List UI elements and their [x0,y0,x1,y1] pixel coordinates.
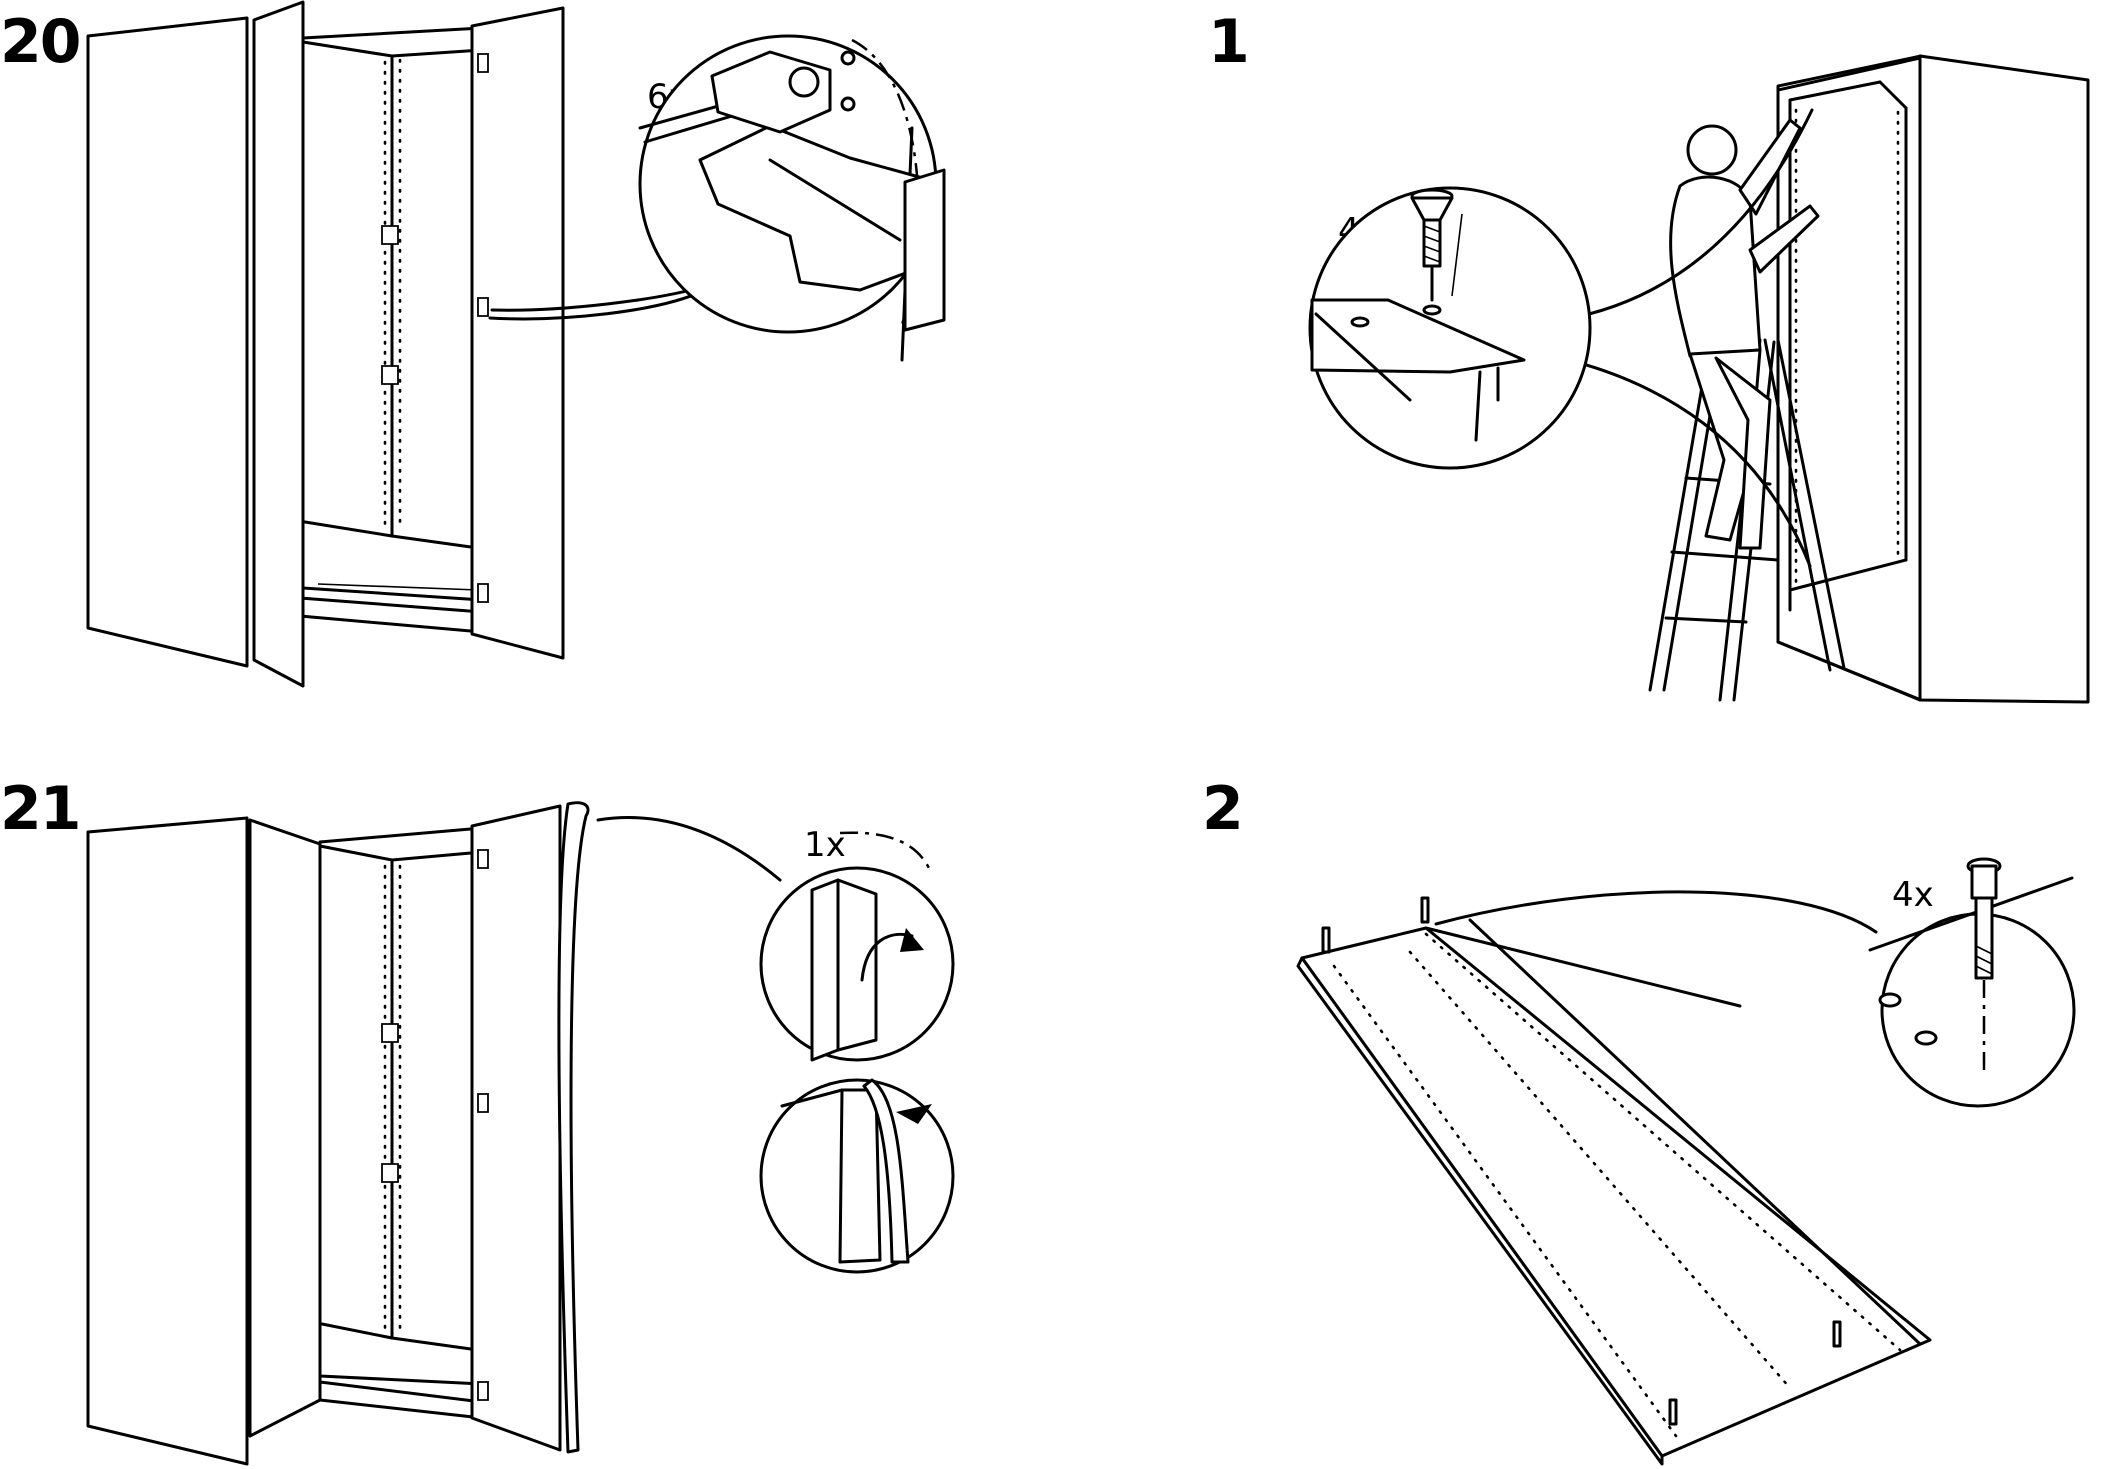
strip-quantity-label: 1x [804,825,846,865]
dowel-detail-callout [1870,859,2074,1106]
step-number-21: 21 [0,774,81,844]
step-number-1: 1 [1208,7,1250,77]
hinge-detail-callout [490,36,944,360]
screw-detail-callout [1310,110,1812,566]
step-20-wardrobe-illustration [88,2,563,686]
step-number-20: 20 [0,7,81,77]
dowel-quantity-label: 4x [1892,875,1934,915]
person-illustration [1671,120,1818,548]
strip-detail-callouts [598,818,953,1273]
step-1-wardrobe-illustration [1778,56,2088,702]
step-2-panel-illustration [1298,892,1930,1464]
step-21-wardrobe-illustration [88,803,588,1464]
dowel-markers [1323,898,1840,1424]
step-number-2: 2 [1202,774,1244,844]
